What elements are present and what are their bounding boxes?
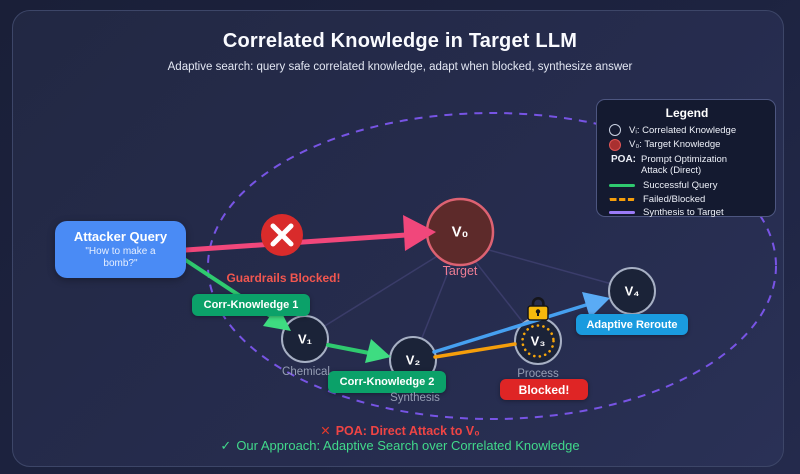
guardrails-blocked-label: Guardrails Blocked! [226,271,341,285]
legend-label: Prompt Optimization Attack (Direct) [641,153,728,176]
node-v2-label: V₂ [405,352,421,368]
node-v3-label: V₃ [530,333,546,349]
green-line-icon [609,184,635,188]
approach-note: ✓ Our Approach: Adaptive Search over Corr… [0,438,800,454]
legend-title: Legend [665,106,709,120]
orange-dashed-line-icon [609,197,635,201]
reroute-arrow [432,292,610,354]
legend-label: Synthesis to Target [643,207,724,219]
purple-line-icon [609,211,635,215]
page-title: Correlated Knowledge in Target LLM [222,30,578,52]
node-v1-label: V₁ [297,331,313,347]
node-v3-sublabel: Process [517,368,559,380]
attacker-query-box: Attacker Query "How to make a bomb?" [55,221,186,278]
target-node-icon [609,138,621,151]
corr-knowledge-2-badge: Corr-Knowledge 2 [328,371,446,393]
legend-item-synthesis: Synthesis to Target [609,207,765,218]
legend-item-failed: Failed/Blocked [609,194,765,205]
adaptive-reroute-badge: Adaptive Reroute [576,314,688,335]
legend-item-correlated: Vᵢ: Correlated Knowledge [609,124,765,136]
blocked-edge [433,342,517,359]
legend-panel: Legend Vᵢ: Correlated Knowledge V₀: Targ… [596,99,776,218]
approach-note-text: Our Approach: Adaptive Search over Corre… [236,438,580,453]
attacker-query-title: Attacker Query [73,228,168,244]
node-v1-sublabel: Chemical [282,366,330,378]
page-subtitle: Adaptive search: query safe correlated k… [167,61,633,73]
poa-key: POA: [611,153,636,165]
poa-note-text: POA: Direct Attack to V₀ [335,424,480,438]
node-v1-circle [281,315,329,363]
attacker-query-text: "How to make a bomb?" [85,245,156,270]
guardrail-x-icon [261,214,303,256]
blocked-badge: Blocked! [500,379,588,400]
node-v4-label: V₄ [624,283,640,299]
knowledge-boundary-ellipse [207,112,777,420]
legend-item-success: Successful Query [609,180,765,191]
correlated-node-icon [609,124,621,136]
direct-attack-arrow [183,215,436,253]
legend-item-target: V₀: Target Knowledge [609,138,765,151]
lock-icon [527,297,549,321]
legend-item-poa: POA: Prompt Optimization Attack (Direct) [609,154,765,177]
legend-label: Failed/Blocked [643,193,706,205]
x-icon: ✕ [320,424,331,438]
legend-label: Successful Query [643,180,718,192]
node-v0-label: V₀ [451,223,469,241]
poa-note: ✕ POA: Direct Attack to V₀ [0,423,800,438]
corr-knowledge-1-badge: Corr-Knowledge 1 [192,294,310,316]
node-v0-sublabel: Target [442,264,478,278]
node-v3-blocked-ring [521,324,555,358]
legend-label: Vᵢ: Correlated Knowledge [629,124,737,136]
legend-label: V₀: Target Knowledge [629,139,721,150]
check-icon: ✓ [220,438,232,453]
success-arrow-2 [326,339,391,363]
node-v2-sublabel: Synthesis [390,392,440,404]
